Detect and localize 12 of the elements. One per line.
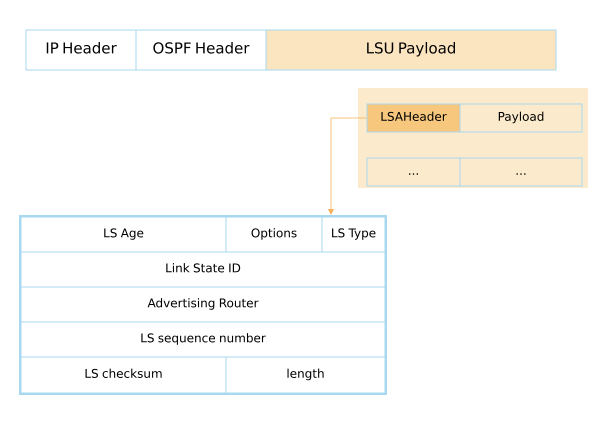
field-cell: Payload [460, 103, 582, 132]
field-cell: ... [366, 158, 460, 186]
field-cell: LS Type [322, 216, 386, 252]
field-cell: Advertising Router [20, 286, 386, 322]
payload-cell: LSU Payload [266, 30, 556, 70]
header-cell: OSPF Header [136, 30, 266, 70]
header-cell: IP Header [26, 30, 136, 70]
field-cell: LSAHeader [366, 103, 460, 132]
field-cell: length [226, 356, 386, 394]
field-cell: Options [226, 216, 322, 252]
field-cell: ... [460, 158, 582, 186]
field-cell: LS checksum [20, 356, 226, 394]
